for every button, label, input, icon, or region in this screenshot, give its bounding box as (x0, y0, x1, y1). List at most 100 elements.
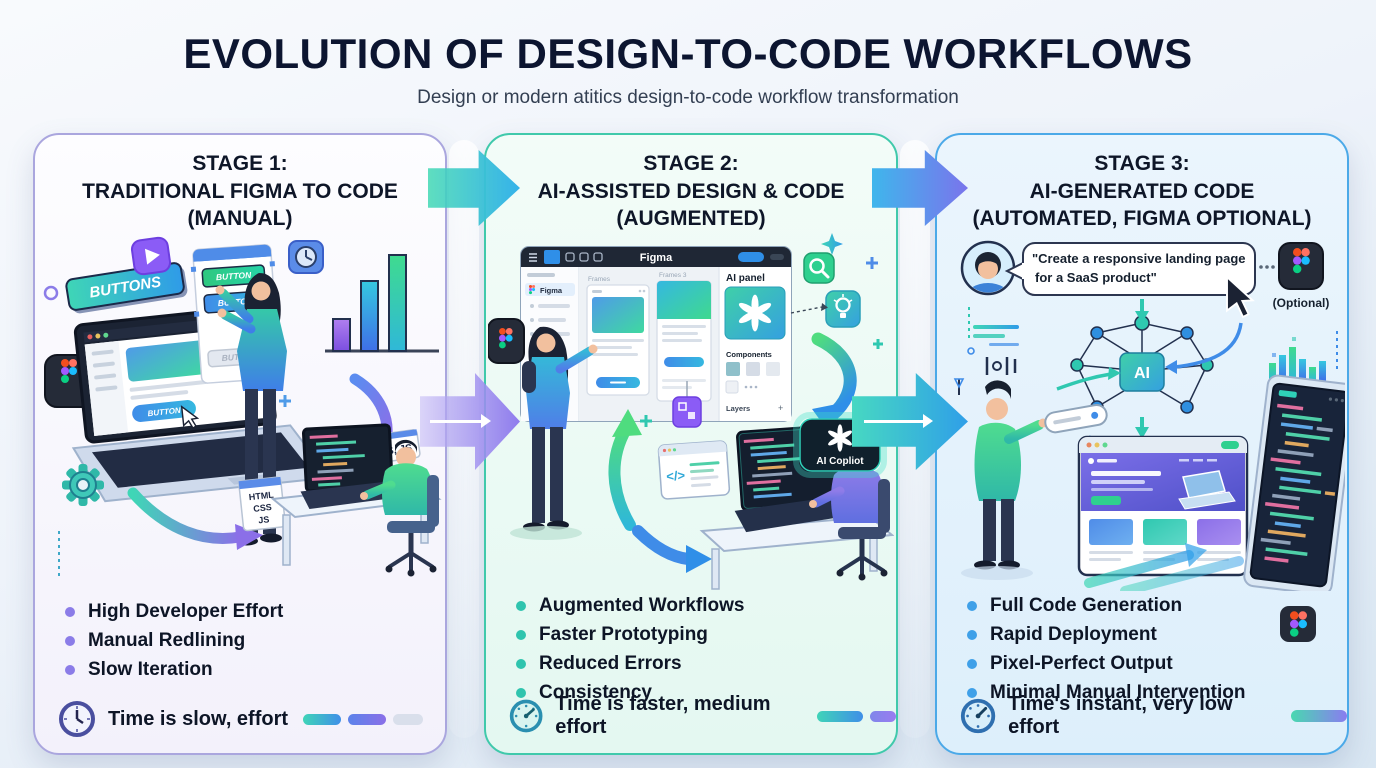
generated-site-window (1077, 435, 1249, 577)
svg-text:Figma: Figma (540, 286, 563, 295)
gear-icon (62, 464, 104, 506)
bullet-item: Faster Prototyping (516, 624, 745, 646)
effort-meter (817, 710, 896, 722)
effort-label: Time is faster, medium effort (555, 693, 771, 738)
page-title: EVOLUTION OF DESIGN-TO-CODE WORKFLOWS (183, 30, 1193, 77)
arrow-handoff-head (235, 524, 263, 550)
design-frame-1 (586, 284, 650, 396)
stage1-panel: STAGE 1:TRADITIONAL FIGMA TO CODE(MANUAL… (33, 133, 447, 755)
arrow-prompt-to-ai-head (1135, 311, 1149, 323)
svg-text:+: + (778, 403, 783, 413)
user-figure (961, 380, 1048, 580)
bullet-item: Pixel-Perfect Output (967, 653, 1245, 675)
clock-badge-icon (288, 240, 324, 274)
svg-text:for a SaaS product": for a SaaS product" (1035, 270, 1157, 285)
page-subtitle: Design or modern atitics design-to-code … (417, 87, 959, 108)
flow-arrow-1 (1084, 550, 1194, 588)
bullet-item: Manual Redlining (65, 630, 283, 652)
sparkle-icon (821, 233, 843, 255)
stack-tag: HTML CSS JS (238, 476, 286, 532)
svg-text:CSS: CSS (253, 502, 272, 514)
bullet-item: Rapid Deployment (967, 624, 1245, 646)
gauge-icon (960, 698, 996, 734)
bullet-item: High Developer Effort (65, 601, 283, 623)
stage1-illustration: BUTTONS (43, 236, 442, 577)
arrow-left-to-ai-head (1108, 367, 1121, 380)
lightbulb-icon (825, 290, 861, 328)
decor-left-data (953, 307, 1019, 395)
effort-label: Time's instant, very low effort (1008, 693, 1233, 738)
arrow-to-dev-head (686, 545, 712, 573)
bullet-item: Slow Iteration (65, 659, 283, 681)
search-icon (803, 252, 835, 284)
arrow-iterate-up (608, 423, 636, 531)
svg-text:AI Copliot: AI Copliot (816, 456, 864, 467)
clock-icon (59, 701, 95, 737)
designer-figure (510, 326, 598, 540)
arrow-right-to-ai (1174, 322, 1243, 369)
svg-text:JS: JS (258, 514, 270, 525)
bullet-item: Reduced Errors (516, 653, 745, 675)
bullet-item: Consistency (516, 682, 745, 704)
svg-text:(Optional): (Optional) (1273, 296, 1330, 310)
decor-right-bars (1269, 331, 1338, 381)
arrow-iterate-up-head (612, 409, 642, 437)
effort-meter (303, 713, 424, 725)
office-chair (385, 475, 439, 577)
ellipsis-dots (1259, 265, 1275, 269)
arrow-ai-to-browser-head (1135, 427, 1149, 439)
effort-label: Time is slow, effort (108, 707, 289, 730)
arrow-handoff (127, 487, 246, 544)
flow-arrow-2 (1120, 556, 1244, 591)
connector-head (821, 303, 828, 311)
stage2-panel: STAGE 2:AI-ASSISTED DESIGN & CODE(AUGMEN… (484, 133, 898, 755)
stage2-bullet-list: Augmented Workflows Faster Prototyping R… (516, 595, 745, 711)
gauge-icon (509, 699, 543, 733)
code-tablet (1243, 374, 1345, 591)
stage3-illustration: "Create a responsive landing page for a … (953, 240, 1345, 591)
svg-text:Layers: Layers (726, 404, 750, 413)
flow-arrow-1-head (1185, 543, 1207, 567)
svg-text:HTML: HTML (248, 490, 274, 503)
bar-chart (325, 254, 439, 353)
bullet-item: Augmented Workflows (516, 595, 745, 617)
figma-app-badge (488, 318, 525, 364)
stage3-title: STAGE 3:AI-GENERATED CODE(AUTOMATED, FIG… (972, 152, 1312, 231)
buttons-badge: BUTTONS (65, 262, 188, 314)
arrow-right-to-ai-head (1165, 360, 1177, 374)
svg-text:</>: </> (666, 468, 686, 484)
decor-plus (279, 395, 291, 407)
stage3-footer: Time's instant, very low effort (959, 693, 1347, 739)
decor-plus (866, 257, 878, 269)
stage1-bullet-list: High Developer Effort Manual Redlining S… (65, 601, 283, 688)
svg-text:"Create a responsive landing p: "Create a responsive landing page (1032, 251, 1246, 266)
component-badge (672, 381, 702, 428)
prompt-pill (1044, 404, 1108, 434)
connector-dashed (790, 306, 823, 314)
office-chair (836, 479, 890, 581)
arrow-window-to-copilot-head (812, 403, 842, 431)
arrow-left-to-ai (1056, 372, 1112, 391)
code-preview-window: </> (657, 440, 731, 500)
decor-plus (640, 415, 652, 427)
play-badge-icon (130, 236, 172, 276)
stage2-footer: Time is faster, medium effort (508, 693, 896, 739)
svg-text:Frames 3: Frames 3 (659, 272, 687, 279)
svg-text:Figma: Figma (640, 252, 673, 264)
figma-app-badge-small (1280, 606, 1316, 642)
figma-window: Figma Figma Frames Frames 3 (520, 246, 792, 422)
stage2-illustration: Figma Figma Frames Frames 3 (488, 233, 894, 590)
svg-text:Components: Components (726, 350, 772, 359)
decor-ring (43, 285, 59, 301)
stage2-title: STAGE 2:AI-ASSISTED DESIGN & CODE(AUGMEN… (537, 152, 845, 231)
ai-panel-card (724, 286, 786, 340)
decor-plus (873, 339, 883, 349)
design-frame-2 (656, 280, 712, 402)
stage1-title: STAGE 1:TRADITIONAL FIGMA TO CODE(MANUAL… (82, 152, 398, 231)
effort-meter (1291, 710, 1347, 722)
stage3-bullet-list: Full Code Generation Rapid Deployment Pi… (967, 595, 1245, 711)
user-avatar (960, 240, 1016, 296)
svg-text:BUTTON: BUTTON (216, 270, 253, 282)
svg-text:AI: AI (1134, 365, 1150, 382)
stage3-panel: STAGE 3:AI-GENERATED CODE(AUTOMATED, FIG… (935, 133, 1349, 755)
